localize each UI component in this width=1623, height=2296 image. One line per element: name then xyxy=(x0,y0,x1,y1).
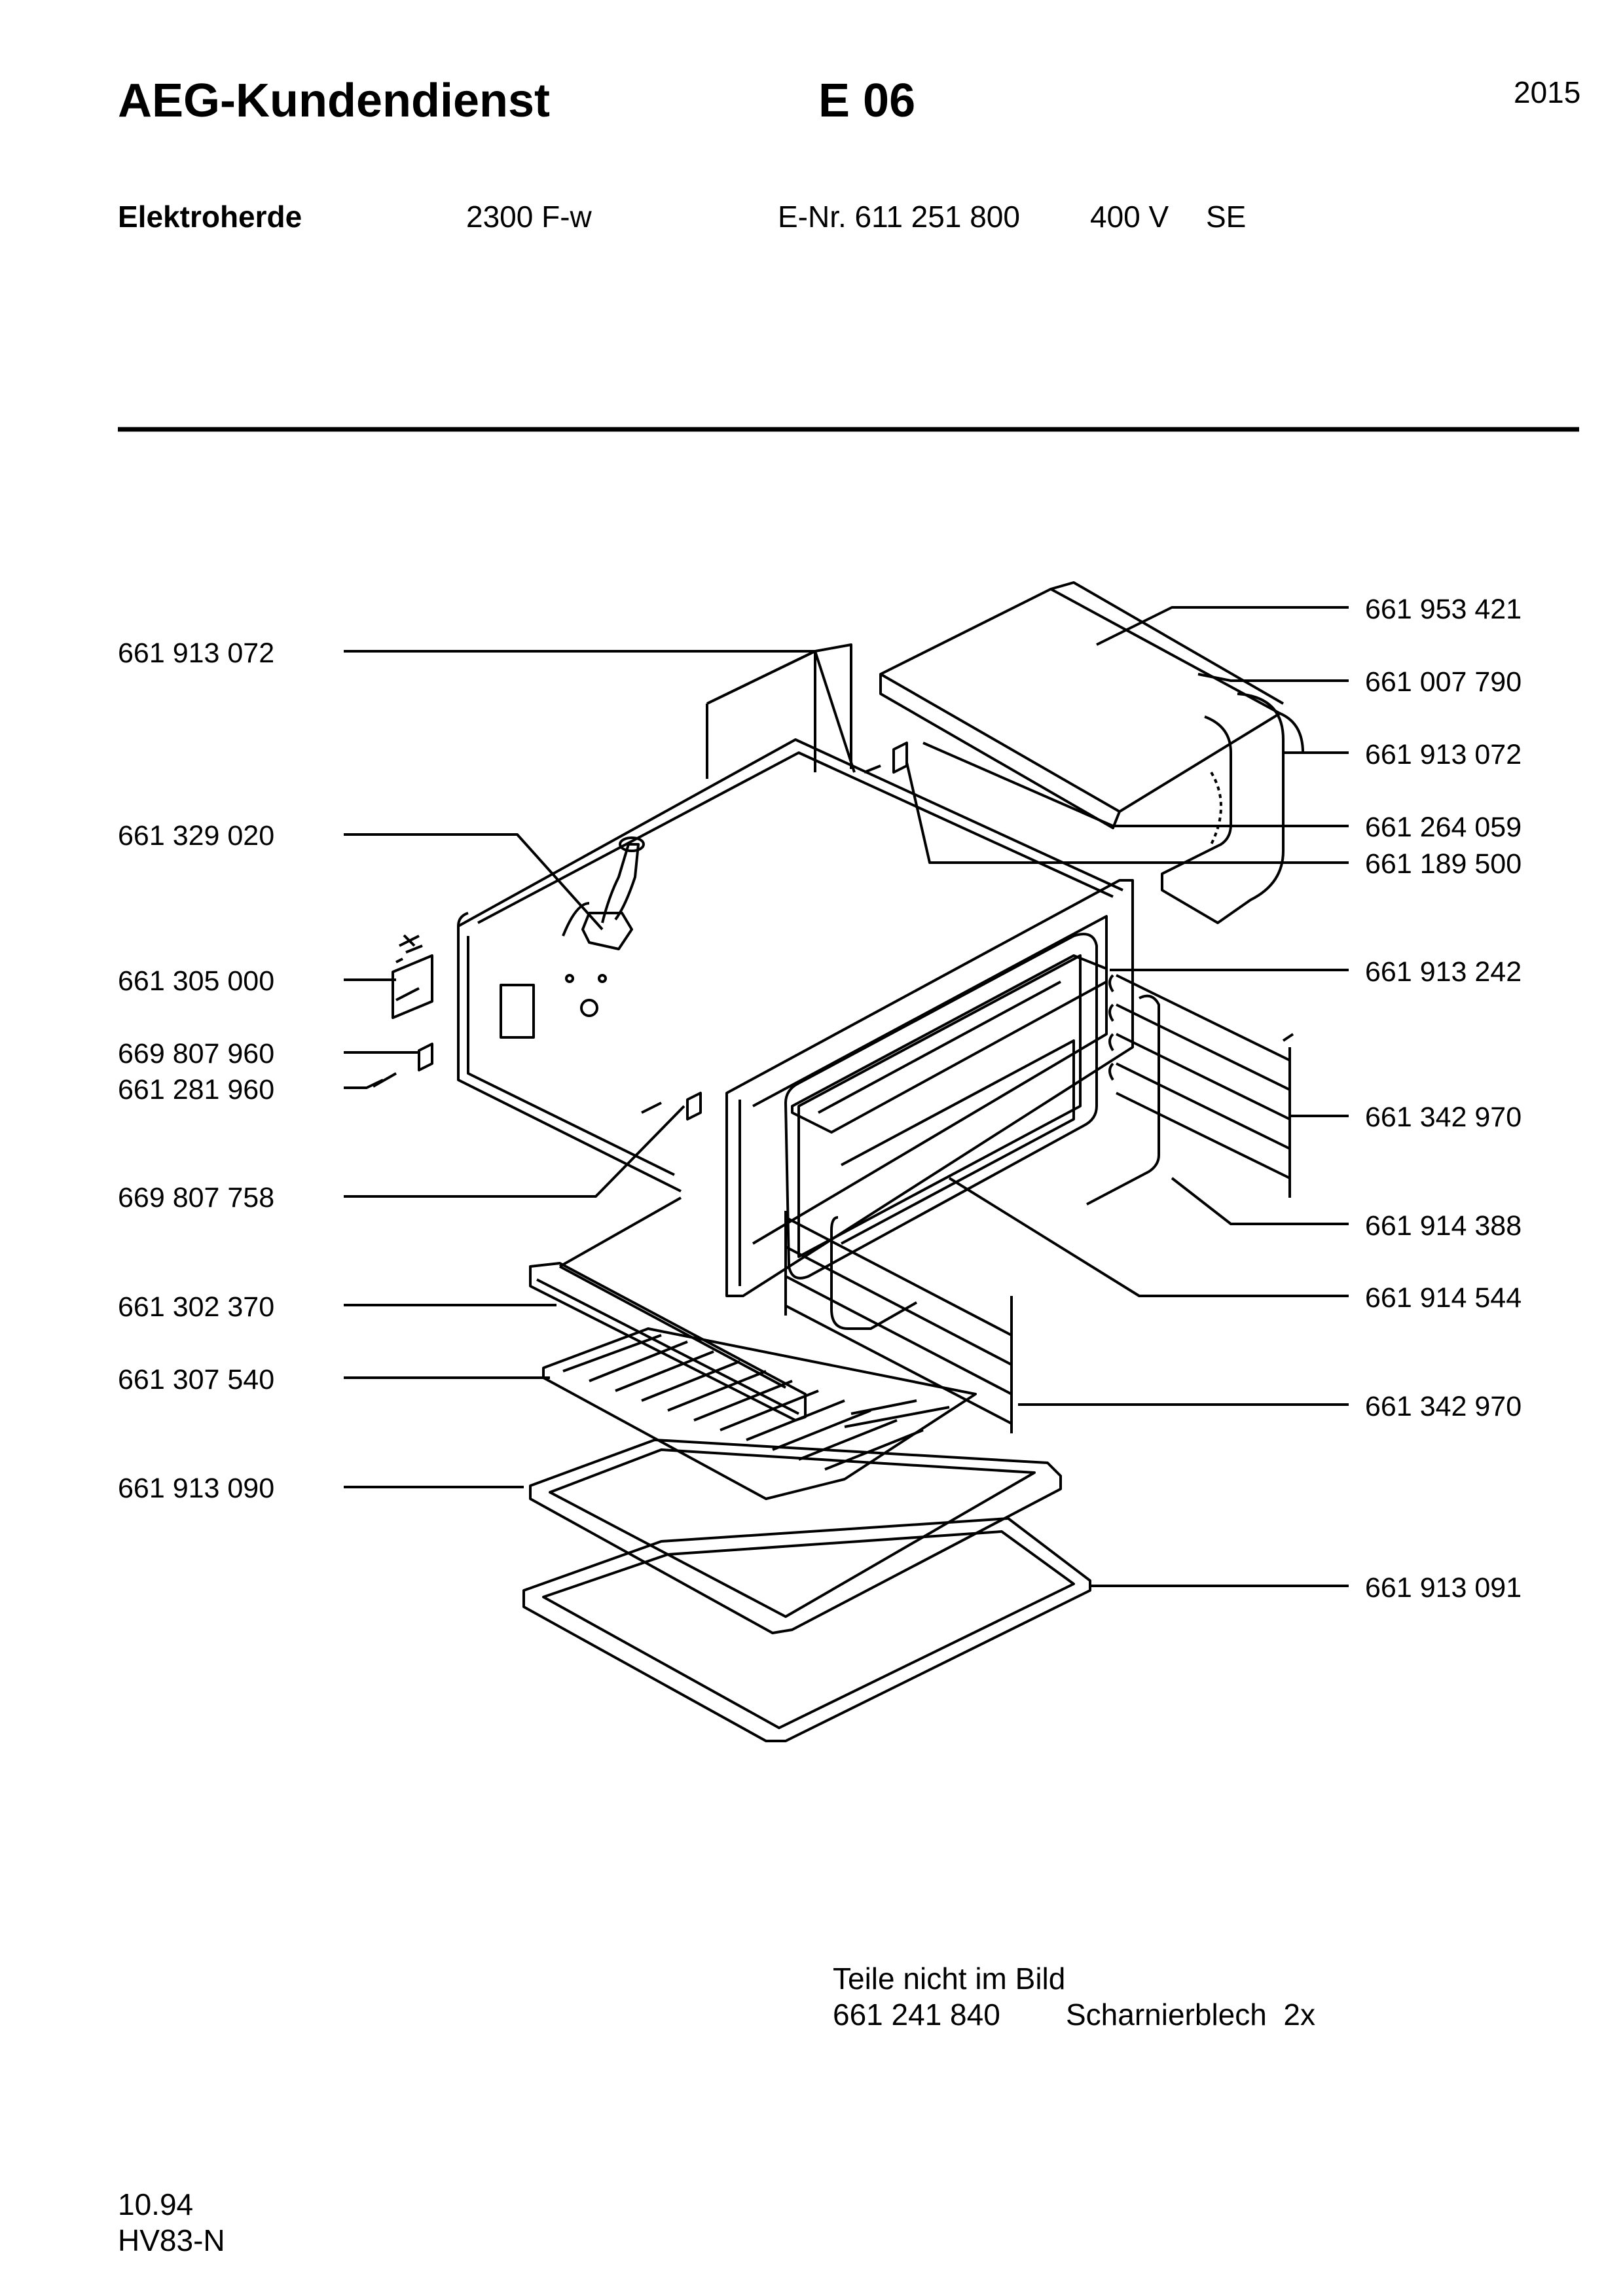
top-connector xyxy=(581,836,645,950)
product-voltage: 400 V xyxy=(1090,200,1169,234)
footer-date: 10.94 xyxy=(118,2187,194,2221)
back-panel xyxy=(559,1196,786,1389)
screws xyxy=(373,742,908,1121)
insulation-back-mat xyxy=(706,643,852,779)
rack-right xyxy=(1086,974,1294,1206)
product-model: 2300 F-w xyxy=(466,200,592,234)
year: 2015 xyxy=(1514,75,1581,109)
product-variant: SE xyxy=(1206,200,1247,234)
product-enr: E-Nr. 611 251 800 xyxy=(778,200,1020,234)
part-label: 661 281 960 xyxy=(118,1074,275,1105)
rack-left xyxy=(784,1211,1013,1433)
part-label: 661 953 421 xyxy=(1365,594,1522,625)
part-label: 661 913 242 xyxy=(1365,956,1522,988)
notes-heading: Teile nicht im Bild xyxy=(833,1962,1066,1996)
part-label: 661 305 000 xyxy=(118,965,275,997)
part-label: 661 307 540 xyxy=(118,1364,275,1395)
part-label: 661 007 790 xyxy=(1365,666,1522,698)
part-label: 661 342 970 xyxy=(1365,1102,1522,1133)
insulation-top-mat xyxy=(879,581,1304,924)
product-category: Elektroherde xyxy=(118,200,302,234)
part-label: 661 302 370 xyxy=(118,1291,275,1323)
diagram-code: E 06 xyxy=(818,75,916,127)
part-label: 661 189 500 xyxy=(1365,848,1522,880)
deep-pan xyxy=(522,1517,1091,1742)
oven-shelf xyxy=(542,1327,977,1500)
oven-cavity xyxy=(457,738,1134,1330)
hinge-bracket xyxy=(392,944,433,1071)
part-label: 661 914 388 xyxy=(1365,1210,1522,1242)
part-label: 661 342 970 xyxy=(1365,1391,1522,1422)
footer-ref: HV83-N xyxy=(118,2223,225,2257)
part-label: 661 913 072 xyxy=(118,637,275,669)
part-label: 661 914 544 xyxy=(1365,1282,1522,1314)
notes-part-description: Scharnierblech 2x xyxy=(1066,1998,1315,2032)
service-title: AEG-Kundendienst xyxy=(118,75,550,127)
notes-part-number: 661 241 840 xyxy=(833,1998,1000,2032)
part-label: 661 913 090 xyxy=(118,1473,275,1504)
fat-filter xyxy=(529,1262,807,1422)
part-label: 669 807 758 xyxy=(118,1182,275,1213)
part-label: 661 913 072 xyxy=(1365,739,1522,770)
part-label: 661 264 059 xyxy=(1365,812,1522,843)
part-label: 661 913 091 xyxy=(1365,1572,1522,1604)
part-label: 661 329 020 xyxy=(118,820,275,852)
baking-tray xyxy=(529,1439,1062,1634)
part-label: 669 807 960 xyxy=(118,1038,275,1069)
